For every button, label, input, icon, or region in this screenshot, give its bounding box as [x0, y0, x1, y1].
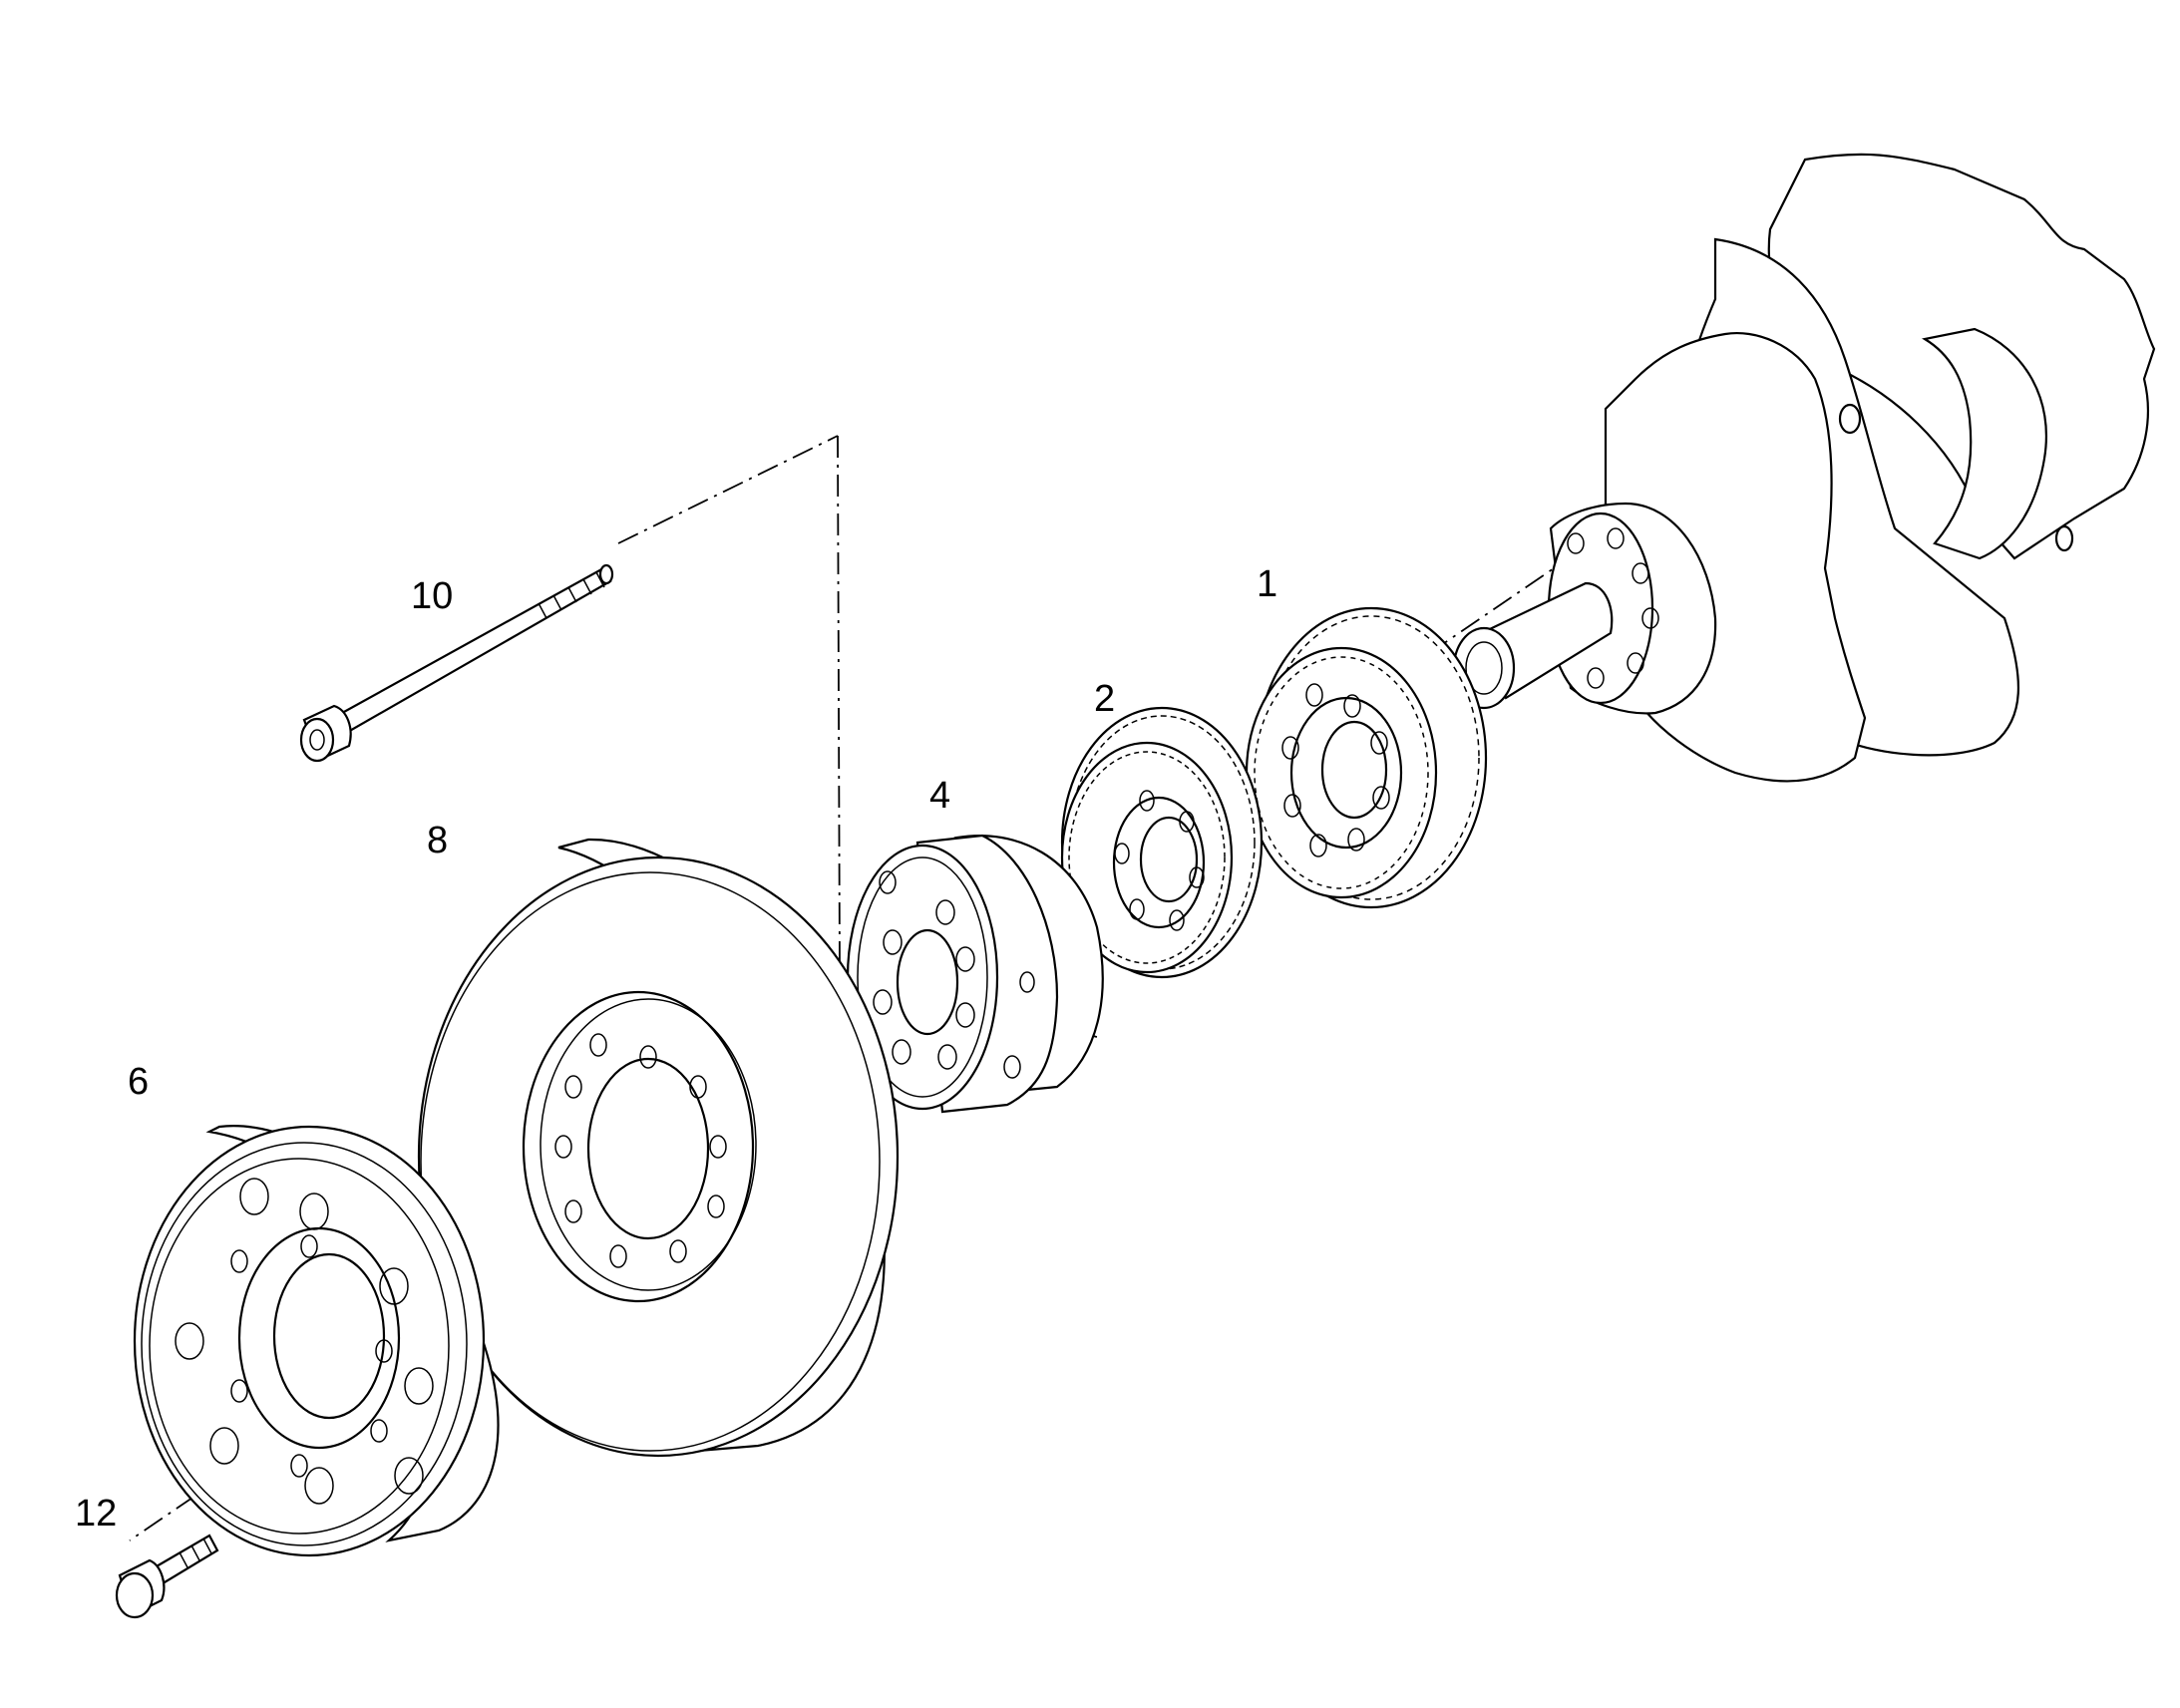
gear-1: [1245, 606, 1488, 909]
hub-4-bolt-holes: [873, 870, 1035, 1079]
callout-1: 1: [1257, 563, 1277, 605]
damper-8-bolt-holes: [554, 1033, 727, 1268]
crankshaft: [1452, 153, 2156, 783]
gear-2: [1060, 706, 1264, 979]
callout-8: 8: [427, 820, 448, 861]
bolt-12: [115, 1534, 219, 1619]
callout-4: 4: [929, 775, 950, 817]
callout-6: 6: [128, 1061, 149, 1103]
callout-10: 10: [411, 575, 453, 617]
crankshaft-flange-holes: [1567, 527, 1659, 689]
callout-2: 2: [1094, 678, 1115, 720]
gear-2-bolt-holes: [1114, 790, 1205, 931]
callout-12: 12: [75, 1493, 117, 1535]
callout-labels: 1 2 4 6 8 10 12: [75, 563, 1277, 1535]
hub-4: [846, 834, 1104, 1114]
pulley-6: [133, 1125, 500, 1557]
damper-8: [417, 838, 900, 1458]
gear-1-bolt-holes: [1281, 683, 1390, 857]
long-bolt-10: [299, 563, 614, 763]
pulley-6-holes: [175, 1178, 434, 1505]
